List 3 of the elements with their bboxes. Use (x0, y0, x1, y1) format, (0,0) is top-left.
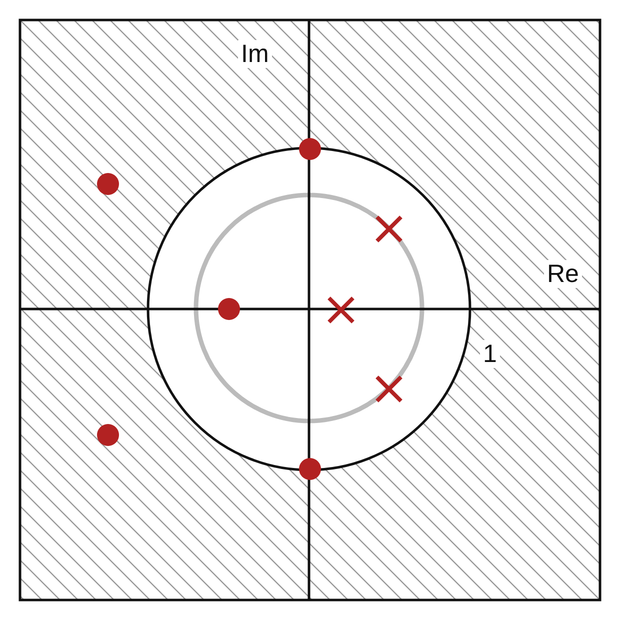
axis-label: Re (544, 260, 582, 288)
axis-label: Im (238, 40, 272, 68)
tick-label: 1 (480, 340, 500, 368)
